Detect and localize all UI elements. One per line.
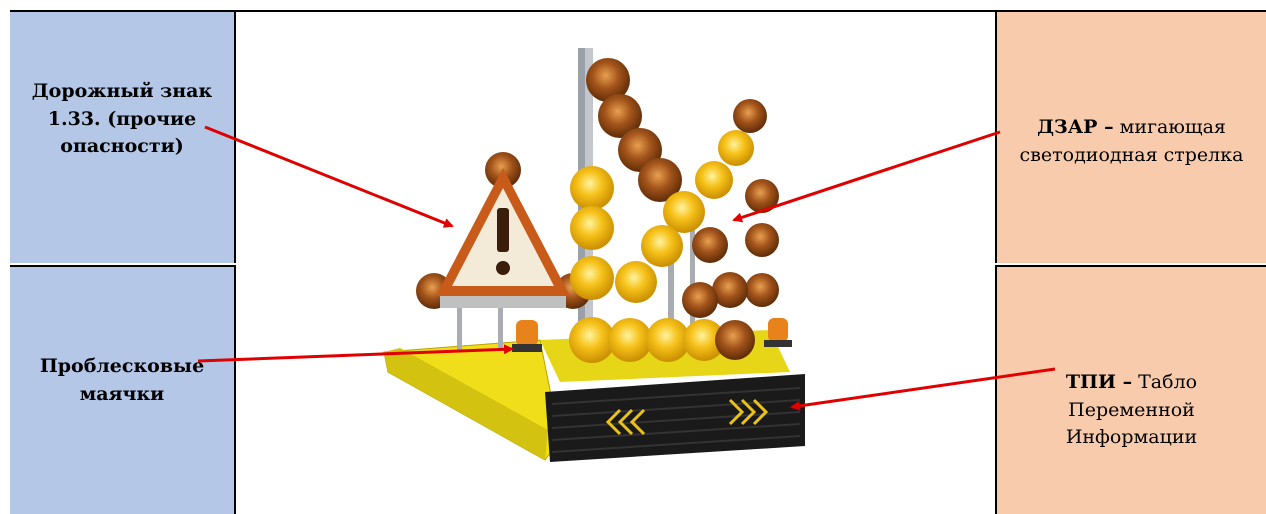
arrow-dzar — [734, 132, 1000, 220]
arrow-sign — [205, 127, 452, 226]
tpi-board-icon — [545, 374, 805, 462]
arrow-tpi — [792, 369, 1055, 407]
warning-sign-icon — [416, 152, 591, 309]
